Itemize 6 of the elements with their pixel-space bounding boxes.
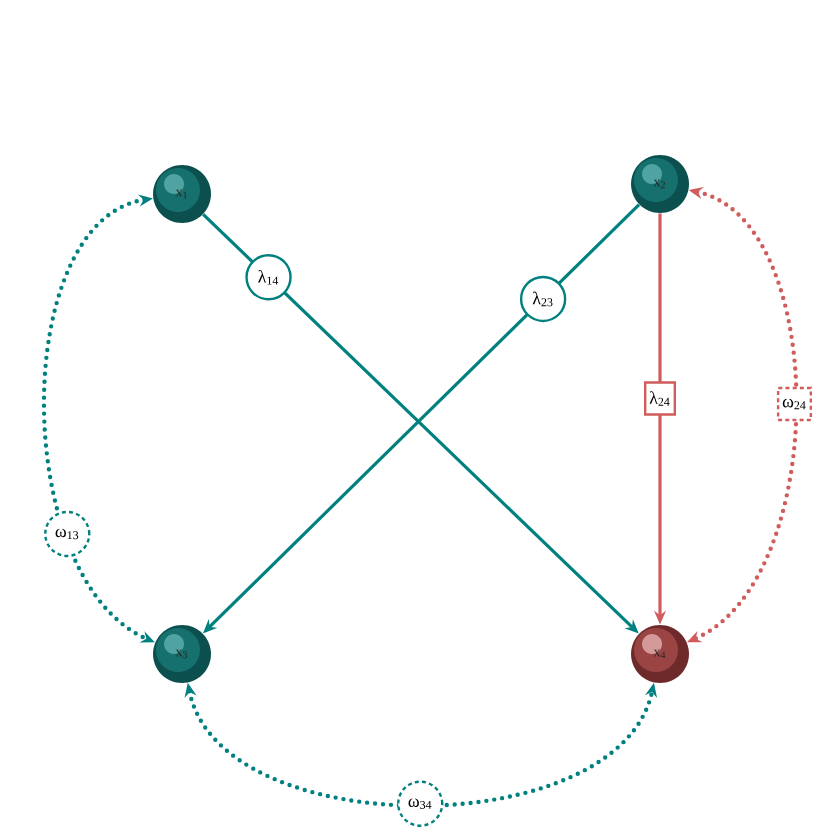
edge-label: λ$_{14}$ [245,254,292,301]
edge-label: ω$_{34}$ [397,780,444,827]
edge-label: ω$_{24}$ [776,386,813,422]
edge-label: λ$_{23}$ [519,275,567,323]
edge-label: ω$_{13}$ [44,510,91,558]
edge-label: λ$_{24}$ [644,381,676,416]
